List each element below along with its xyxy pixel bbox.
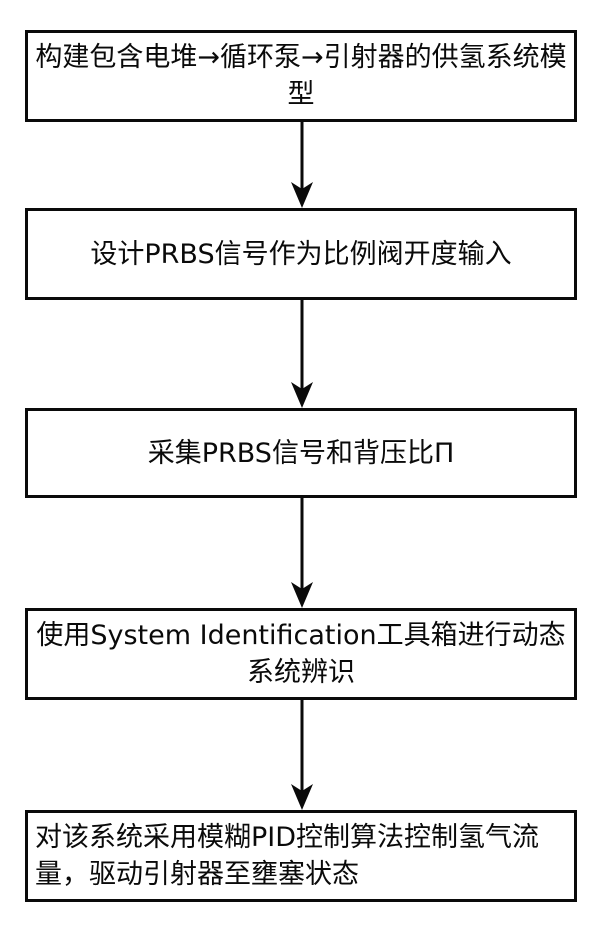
flowchart-step-1: 构建包含电堆→循环泵→引射器的供氢系统模型 xyxy=(25,30,577,122)
flowchart-step-5: 对该系统采用模糊PID控制算法控制氢气流量，驱动引射器至壅塞状态 xyxy=(25,810,577,902)
flowchart-step-3: 采集PRBS信号和背压比Π xyxy=(25,408,577,498)
step-1-text: 构建包含电堆→循环泵→引射器的供氢系统模型 xyxy=(35,42,567,110)
down-arrow-4 xyxy=(288,700,316,810)
step-3-text: 采集PRBS信号和背压比Π xyxy=(147,437,455,469)
flowchart-step-4: 使用System Identification工具箱进行动态系统辨识 xyxy=(25,608,577,700)
step-5-text: 对该系统采用模糊PID控制算法控制氢气流量，驱动引射器至壅塞状态 xyxy=(35,822,540,890)
step-2-text: 设计PRBS信号作为比例阀开度输入 xyxy=(90,238,512,270)
flowchart-step-2: 设计PRBS信号作为比例阀开度输入 xyxy=(25,208,577,300)
down-arrow-1 xyxy=(288,122,316,208)
down-arrow-2 xyxy=(288,300,316,408)
step-4-text: 使用System Identification工具箱进行动态系统辨识 xyxy=(36,620,566,688)
down-arrow-3 xyxy=(288,498,316,608)
